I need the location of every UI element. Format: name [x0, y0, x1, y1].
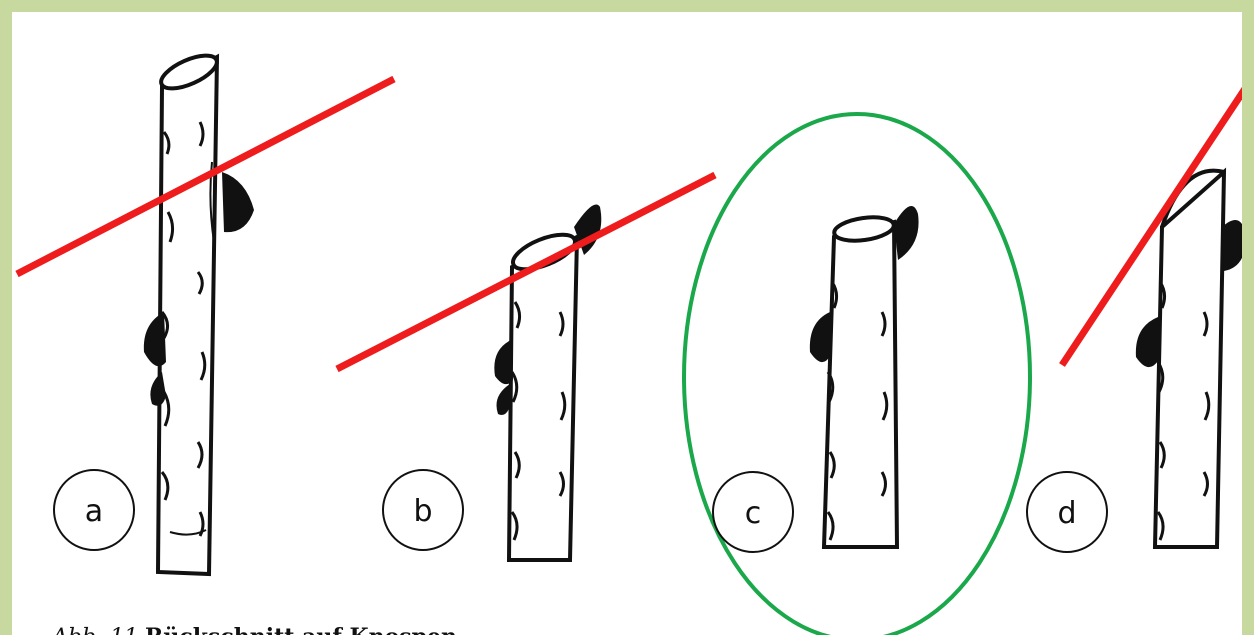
bud-icon	[810, 312, 830, 362]
bud-icon	[1222, 220, 1246, 271]
caption-title: Rückschnitt auf Knospen	[145, 624, 457, 635]
panel-label-b: b	[413, 494, 432, 529]
panel-label-c: c	[745, 496, 762, 531]
pruning-diagram: a b c	[12, 12, 1254, 635]
panel-a: a	[17, 49, 394, 574]
caption-prefix: Abb. 11	[52, 625, 138, 635]
panel-c: c	[684, 114, 1030, 635]
bud-icon	[1136, 317, 1158, 367]
bud-icon	[144, 312, 166, 366]
panel-d: d	[1027, 57, 1254, 552]
bud-icon	[497, 384, 511, 415]
branch-a	[144, 49, 254, 574]
panel-label-a: a	[85, 494, 103, 529]
panel-b: b	[337, 175, 715, 560]
figure-caption: Abb. 11 Rückschnitt auf Knospen	[52, 624, 457, 635]
bud-icon	[494, 340, 513, 384]
bud-icon	[894, 206, 919, 260]
bud-icon	[222, 172, 254, 232]
panel-label-d: d	[1057, 496, 1076, 531]
branch-c	[810, 206, 919, 547]
